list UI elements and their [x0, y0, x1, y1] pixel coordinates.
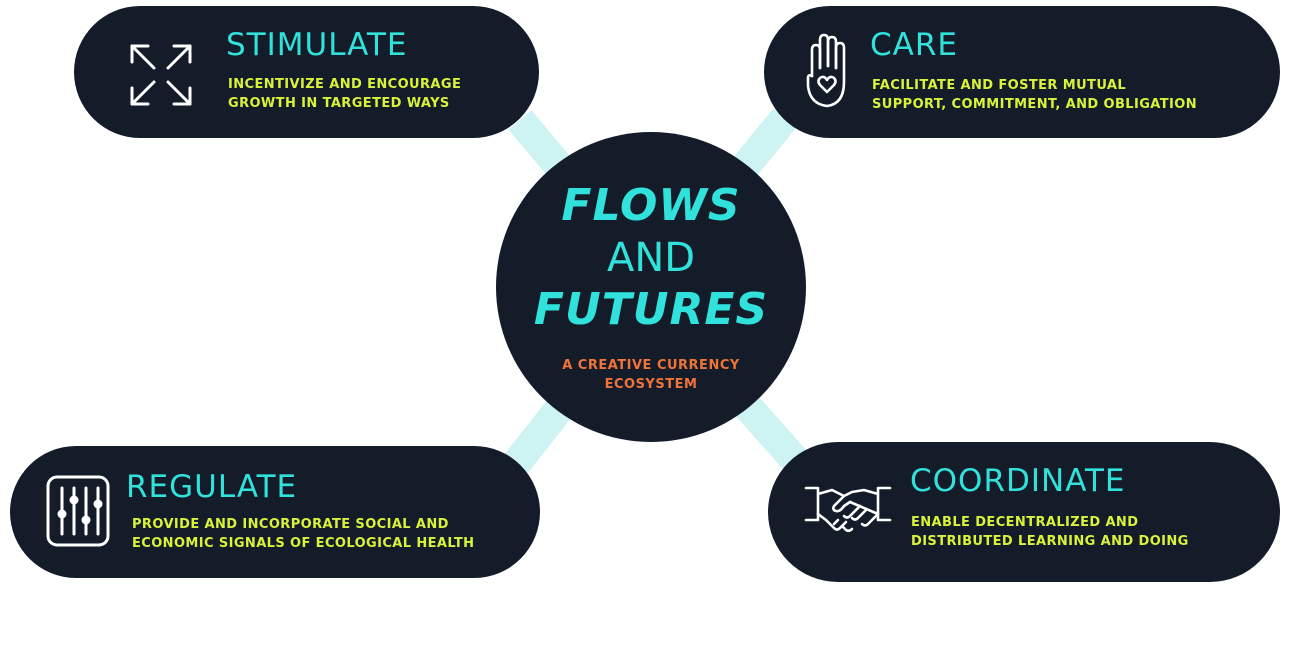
node-coordinate: COORDINATE ENABLE DECENTRALIZED AND DIST…	[768, 442, 1280, 582]
node-care: CARE FACILITATE AND FOSTER MUTUAL SUPPOR…	[764, 6, 1280, 138]
hub-title-line: AND	[606, 235, 696, 281]
desc-line: INCENTIVIZE AND ENCOURAGE	[228, 77, 462, 92]
hub-subtitle: A CREATIVE CURRENCY ECOSYSTEM	[496, 356, 806, 394]
node-stimulate: STIMULATE INCENTIVIZE AND ENCOURAGE GROW…	[74, 6, 539, 138]
desc-line: ECONOMIC SIGNALS OF ECOLOGICAL HEALTH	[132, 536, 475, 551]
node-title: COORDINATE	[910, 463, 1126, 499]
hub-title-line: FLOWS	[561, 180, 741, 231]
node-title: CARE	[870, 27, 958, 63]
node-title: REGULATE	[126, 469, 298, 505]
desc-line: FACILITATE AND FOSTER MUTUAL	[872, 78, 1127, 93]
node-description: INCENTIVIZE AND ENCOURAGE GROWTH IN TARG…	[228, 75, 461, 113]
handshake-icon	[804, 486, 892, 533]
node-description: FACILITATE AND FOSTER MUTUAL SUPPORT, CO…	[872, 76, 1197, 114]
hub-subtitle-line: ECOSYSTEM	[604, 377, 698, 392]
hand-heart-icon	[806, 33, 846, 108]
node-regulate: REGULATE PROVIDE AND INCORPORATE SOCIAL …	[10, 446, 540, 578]
hub-circle: FLOWS AND FUTURES A CREATIVE CURRENCY EC…	[496, 132, 806, 442]
node-description: ENABLE DECENTRALIZED AND DISTRIBUTED LEA…	[911, 513, 1189, 551]
node-description: PROVIDE AND INCORPORATE SOCIAL AND ECONO…	[132, 515, 474, 553]
expand-arrows-icon	[130, 44, 192, 106]
hub-subtitle-line: A CREATIVE CURRENCY	[562, 358, 740, 373]
node-title: STIMULATE	[226, 27, 408, 63]
desc-line: SUPPORT, COMMITMENT, AND OBLIGATION	[872, 97, 1197, 112]
desc-line: PROVIDE AND INCORPORATE SOCIAL AND	[132, 517, 449, 532]
sliders-icon	[46, 475, 110, 547]
hub-title-line: FUTURES	[533, 284, 769, 335]
desc-line: ENABLE DECENTRALIZED AND	[911, 515, 1139, 530]
desc-line: DISTRIBUTED LEARNING AND DOING	[911, 534, 1189, 549]
desc-line: GROWTH IN TARGETED WAYS	[228, 96, 450, 111]
